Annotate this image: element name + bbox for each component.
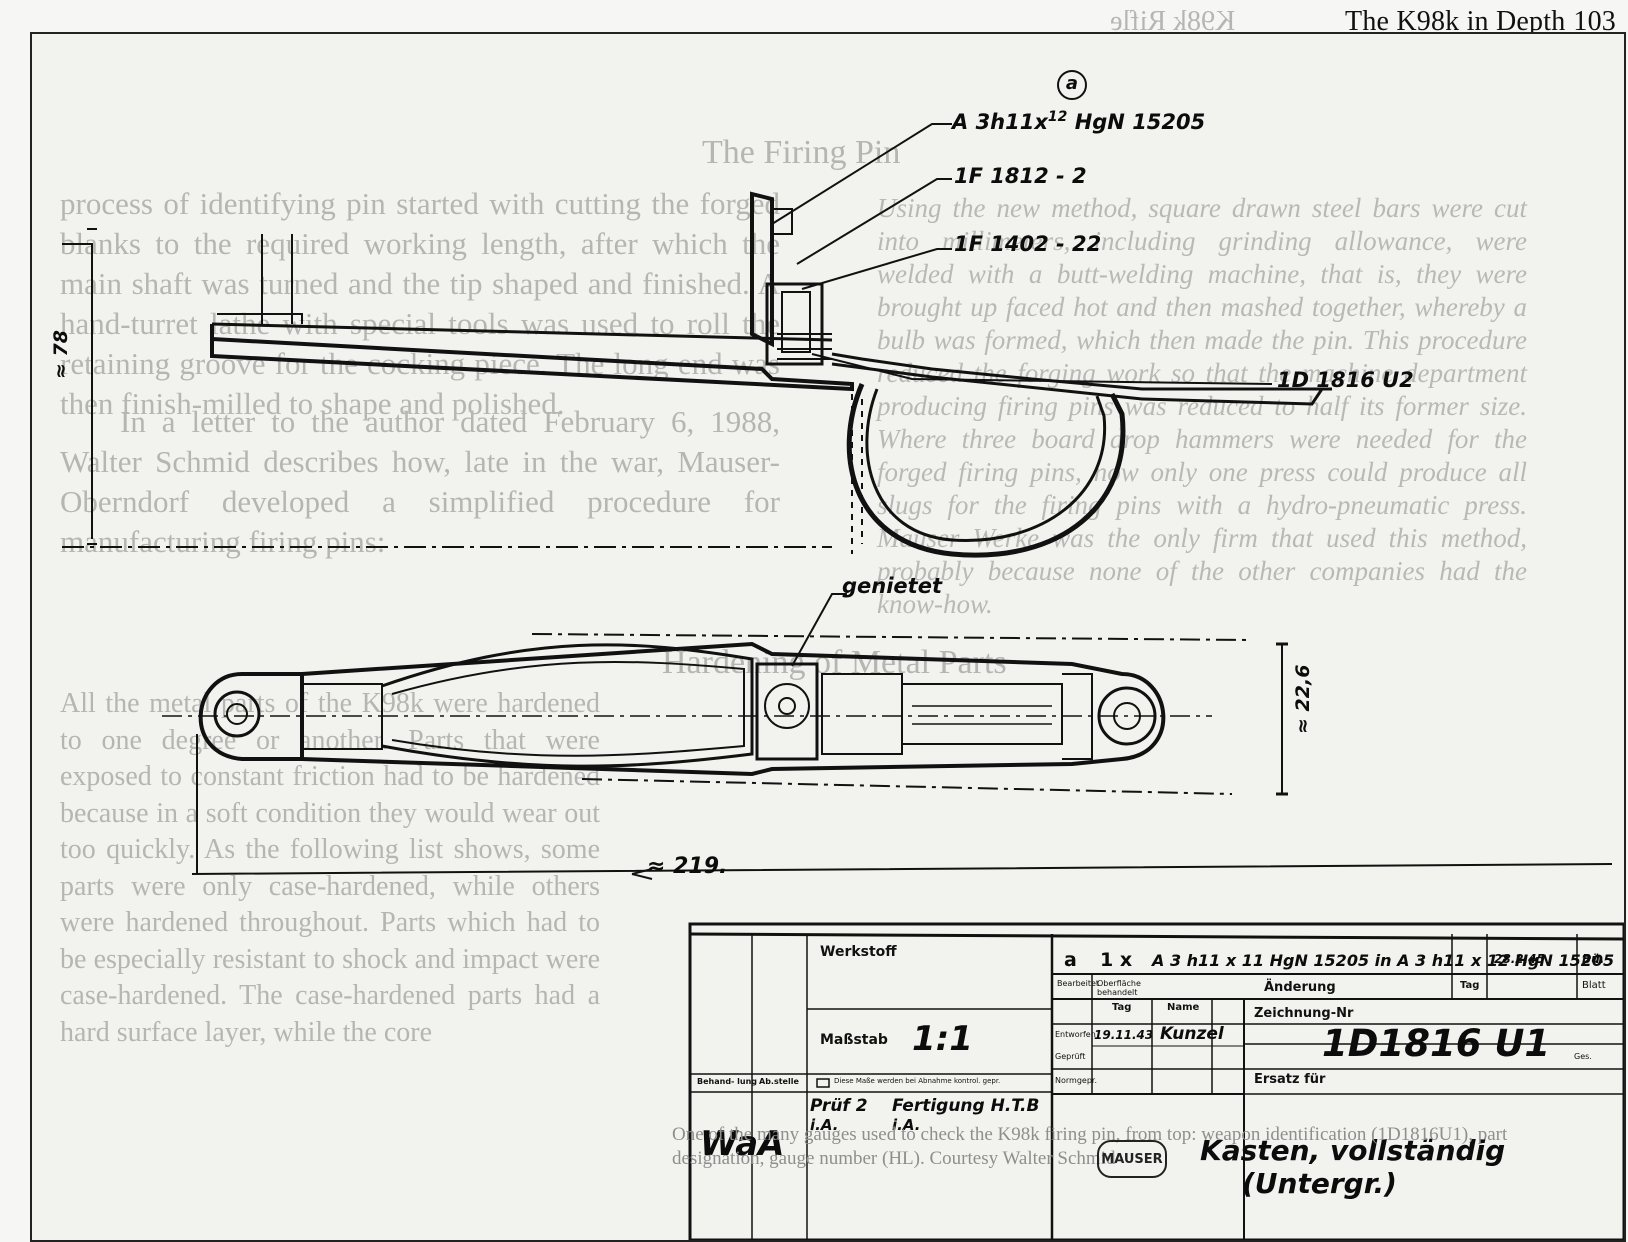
trigger-guard-drawing — [62, 123, 1624, 1240]
width-dimension: ≈ 22,6 — [1292, 664, 1314, 734]
length-dimension: ≈ 219. — [647, 854, 728, 879]
scale-label: Maßstab — [820, 1032, 888, 1048]
part-callout-1f1812: 1F 1812 - 2 — [954, 164, 1087, 188]
bleed-left-paragraph: process of identifying pin started with … — [60, 186, 780, 421]
bleed-hardening-text: All the metal parts of the K98k were har… — [60, 688, 600, 1048]
bleed-caption: One of the many gauges used to check the… — [672, 1124, 1508, 1169]
drawing-number: 1D1816 U1 — [1322, 1022, 1551, 1065]
plan-view — [198, 641, 1166, 777]
title-block-frame — [688, 922, 1624, 1240]
material-label: Werkstoff — [820, 944, 897, 960]
drawn-label: Entworfen — [1055, 1030, 1096, 1039]
side-view — [210, 191, 1332, 558]
check-signature: i.A. — [810, 1116, 839, 1134]
rivet-note: genietet — [842, 574, 942, 598]
height-dimension: ≈ 78 — [50, 330, 72, 379]
section-header: Ab.stelle — [759, 1077, 799, 1086]
scale-value: 1:1 — [912, 1019, 973, 1059]
mauser-logo: MAUSER — [1097, 1140, 1167, 1178]
sheet-header: Blatt — [1582, 980, 1606, 991]
processed-header: Bearbeitet — [1057, 979, 1100, 988]
revision-qty: 1 x — [1100, 949, 1133, 971]
part-title: Kasten, vollständig — [1200, 1134, 1506, 1167]
running-head-title: The K98k in Depth — [1345, 6, 1566, 37]
acceptance-note: Diese Maße werden bei Abnahme kontrol. g… — [834, 1077, 1001, 1085]
assembly-callout: 1D 1816 U2 — [1277, 368, 1414, 392]
page-number: 103 — [1573, 6, 1616, 37]
day-header: Tag — [1460, 980, 1480, 991]
norm-check-label: Normgepr. — [1055, 1076, 1097, 1085]
manufacturing-label: Fertigung H.T.B — [892, 1096, 1040, 1116]
technical-drawing-plate: process of identifying pin started with … — [30, 32, 1626, 1242]
authority-mark: WaA — [700, 1124, 785, 1164]
change-label: Änderung — [1264, 980, 1336, 995]
drawing-number-label: Zeichnung-Nr — [1254, 1006, 1354, 1021]
check-label: Prüf 2 — [810, 1096, 868, 1116]
revision-change: A 3 h11 x 11 HgN 15205 in A 3 h11 x 12 H… — [1152, 951, 1615, 970]
bleed-left-letter: In a letter to the author dated February… — [60, 404, 780, 559]
treated-header: Oberfläche behandelt — [1097, 979, 1141, 997]
material-norm: HgN 15205 — [1074, 110, 1206, 134]
manufacturing-signature: i.A. — [892, 1116, 921, 1134]
material-spec-callout: A 3h11x12 HgN 15205 — [952, 109, 1205, 134]
name-label: Name — [1167, 1002, 1200, 1013]
tail-label: Ges. — [1574, 1052, 1592, 1061]
part-callout-1f1402: 1F 1402 - 22 — [954, 232, 1102, 256]
day-label: Tag — [1112, 1002, 1132, 1013]
checked-label: Geprüft — [1055, 1052, 1086, 1061]
revision-letter: a — [1064, 949, 1077, 971]
replaces-label: Ersatz für — [1254, 1072, 1326, 1087]
bleed-right-italic: Using the new method, square drawn steel… — [877, 193, 1527, 619]
revision-initial: Bü. — [1582, 952, 1605, 966]
material-spec-tolerance: 12 — [1047, 109, 1068, 125]
revision-mark: a — [1057, 70, 1087, 100]
part-subtitle: (Untergr.) — [1242, 1167, 1397, 1200]
surface-header: Behand- lung — [697, 1077, 758, 1086]
drawn-date: 19.11.43 — [1094, 1028, 1154, 1042]
material-spec: A 3h11x — [952, 110, 1048, 134]
revision-date: 28.2.45 — [1494, 952, 1545, 966]
drawn-name: Kunzel — [1160, 1024, 1224, 1044]
